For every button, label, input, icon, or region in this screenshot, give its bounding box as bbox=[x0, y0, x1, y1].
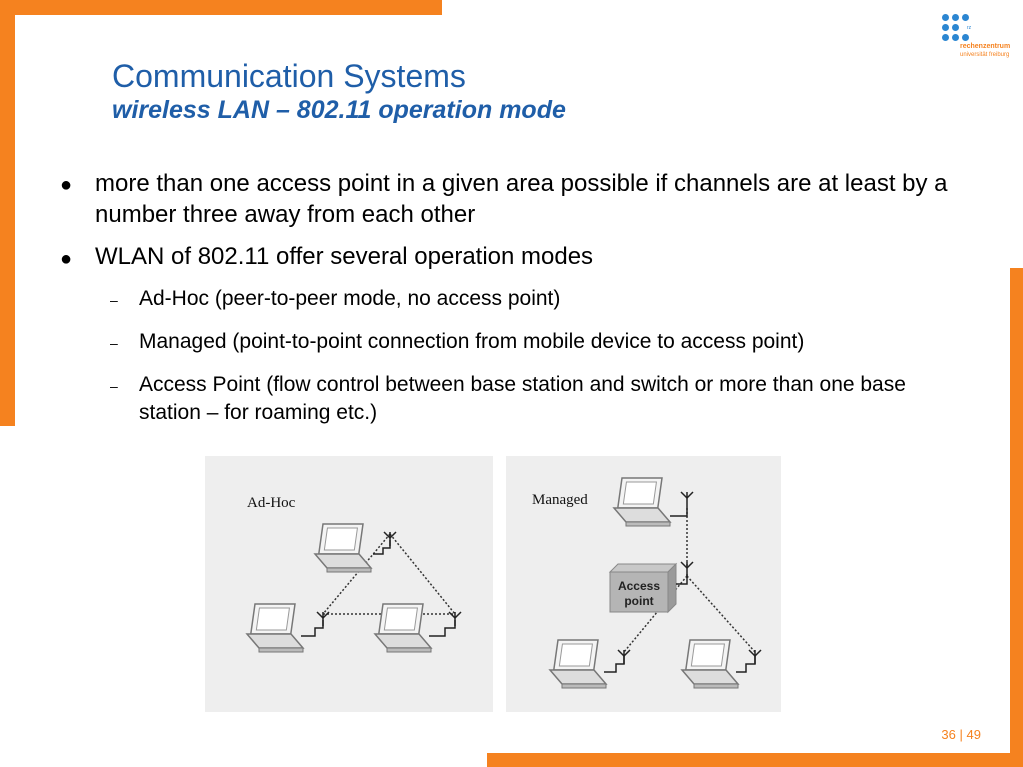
cable bbox=[736, 656, 756, 673]
logo-dot bbox=[942, 34, 949, 41]
subbullet-marker: – bbox=[110, 292, 118, 308]
managed-label: Managed bbox=[532, 492, 588, 508]
cable bbox=[373, 540, 391, 555]
bullet-item: more than one access point in a given ar… bbox=[95, 170, 948, 228]
subbullet-item: Ad-Hoc (peer-to-peer mode, no access poi… bbox=[139, 287, 561, 310]
laptop-icon bbox=[613, 477, 671, 527]
adhoc-link bbox=[322, 533, 391, 615]
laptop-icon bbox=[314, 523, 372, 573]
bottom-orange-bar bbox=[487, 753, 1023, 767]
cable bbox=[429, 620, 456, 637]
bullet-marker: ● bbox=[60, 248, 73, 270]
managed-diagram-svg: Managed Access point bbox=[532, 477, 762, 689]
logo-line2: universität freiburg bbox=[960, 52, 1010, 58]
page-number: 36 | 49 bbox=[941, 727, 981, 742]
laptop-icon bbox=[246, 603, 304, 653]
page-total: 49 bbox=[966, 727, 981, 742]
logo-dot bbox=[962, 34, 969, 41]
ap-label-line2: point bbox=[624, 594, 653, 608]
cable bbox=[670, 506, 688, 517]
logo-line1: rechenzentrum bbox=[960, 43, 1011, 50]
adhoc-link bbox=[389, 533, 456, 615]
slide-subtitle: wireless LAN – 802.11 operation mode bbox=[112, 96, 566, 124]
logo-dot bbox=[942, 14, 949, 21]
top-orange-bar bbox=[0, 0, 442, 15]
antenna-icon bbox=[748, 649, 762, 665]
access-point-box: Access point bbox=[608, 562, 678, 614]
laptop-icon bbox=[374, 603, 432, 653]
adhoc-diagram-svg: Ad-Hoc bbox=[246, 495, 462, 653]
bullet-item: WLAN of 802.11 offer several operation m… bbox=[95, 243, 594, 270]
adhoc-label: Ad-Hoc bbox=[247, 495, 296, 511]
logo-dot bbox=[942, 24, 949, 31]
bullet-marker: ● bbox=[60, 174, 73, 196]
cable bbox=[604, 656, 625, 673]
antenna-icon bbox=[617, 649, 631, 665]
managed-diagram: Managed Access point bbox=[506, 456, 781, 712]
adhoc-diagram: Ad-Hoc bbox=[205, 456, 493, 712]
logo-dot bbox=[952, 24, 959, 31]
laptop-icon bbox=[681, 639, 739, 689]
rechenzentrum-logo: rz rechenzentrum universität freiburg bbox=[938, 12, 1018, 62]
subbullet-marker: – bbox=[110, 378, 118, 394]
slide-title: Communication Systems bbox=[112, 58, 466, 94]
subbullet-marker: – bbox=[110, 335, 118, 351]
page-separator: | bbox=[959, 727, 963, 742]
logo-dot bbox=[962, 14, 969, 21]
subbullet-item: Managed (point-to-point connection from … bbox=[139, 330, 805, 353]
antenna-icon bbox=[383, 531, 397, 547]
antenna-icon bbox=[680, 561, 694, 577]
logo-mark: rz bbox=[967, 25, 972, 31]
logo-dot bbox=[952, 34, 959, 41]
cable bbox=[301, 620, 324, 637]
right-orange-bar bbox=[1010, 268, 1023, 767]
managed-link bbox=[686, 575, 756, 653]
laptop-icon bbox=[549, 639, 607, 689]
antenna-icon bbox=[448, 611, 462, 627]
subbullet-item: Access Point (flow control between base … bbox=[139, 373, 906, 424]
antenna-icon bbox=[680, 491, 694, 507]
antenna-icon bbox=[316, 611, 330, 627]
logo-dot bbox=[952, 14, 959, 21]
cable bbox=[676, 574, 688, 585]
ap-label-line1: Access bbox=[618, 579, 660, 593]
left-orange-bar bbox=[0, 0, 15, 426]
page-current: 36 bbox=[941, 727, 956, 742]
